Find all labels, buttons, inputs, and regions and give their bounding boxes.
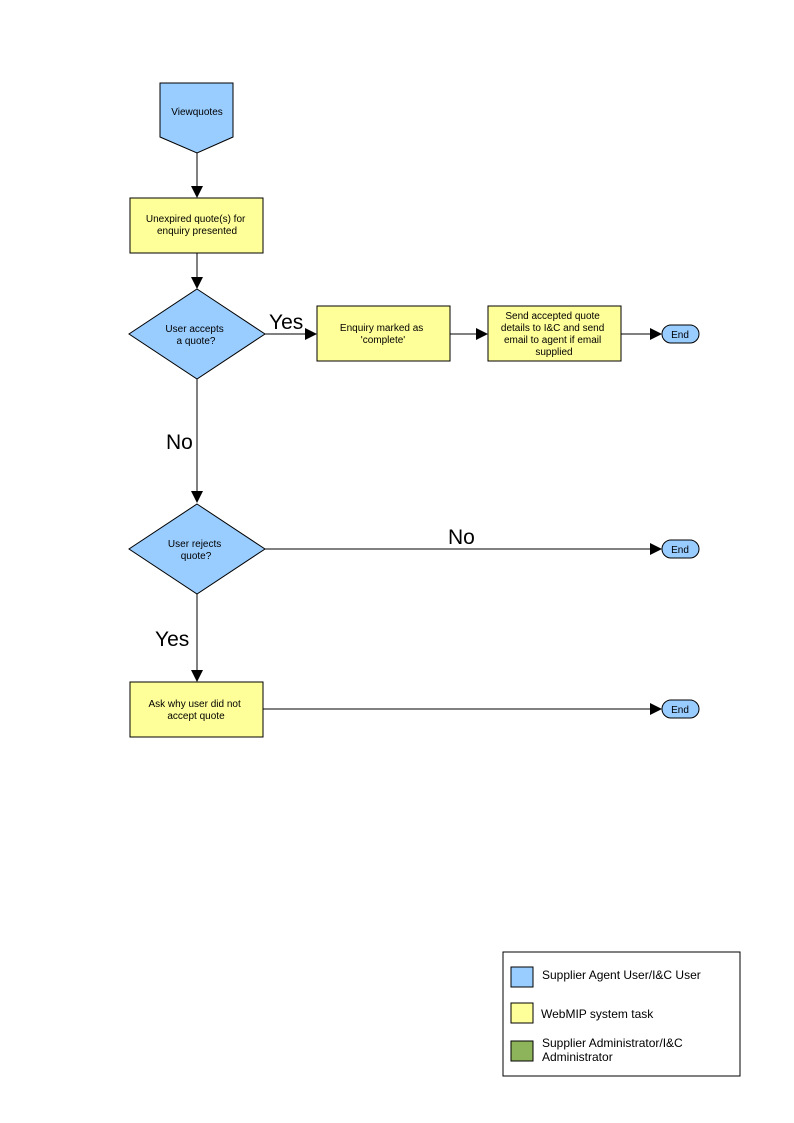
unexpired-quotes-node: Unexpired quote(s) for enquiry presented [129,197,264,254]
start-node: Viewquotes [159,82,234,154]
legend-label-admin: Supplier Administrator/I&C Administrator [542,1036,686,1064]
accepts-decision-label: User accepts a quote? [165,324,226,347]
legend-swatch-user [510,966,534,988]
legend-label-system: WebMIP system task [541,1007,654,1021]
start-node-label: Viewquotes [171,107,223,118]
ask-why-shape [129,681,264,738]
rejects-decision-label: User rejects quote? [168,539,224,562]
enquiry-marked-node: Enquiry marked as 'complete' [316,305,451,362]
send-quote-label: Send accepted quote details to I&C and s… [501,311,607,358]
send-quote-shape [487,305,622,362]
legend-label-user: Supplier Agent User/I&C User [542,968,701,982]
end-node-2-shape [661,539,700,559]
accepts-decision-shape [128,288,266,380]
legend-swatch-system [510,1002,534,1024]
end-node-1-shape [661,324,700,344]
end-node-2: End [661,539,700,559]
rejects-decision-shape [128,503,266,595]
edge-label-accepts-yes: Yes [269,311,303,334]
unexpired-quotes-shape [129,197,264,254]
start-node-shape [159,82,234,154]
ask-why-label: Ask why user did not accept quote [148,699,243,722]
end-node-1: End [661,324,700,344]
connectors [191,153,662,715]
ask-why-node: Ask why user did not accept quote [129,681,264,738]
end-node-3-shape [661,699,700,719]
end-node-1-label: End [671,330,689,341]
send-quote-node: Send accepted quote details to I&C and s… [487,305,622,362]
end-node-3: End [661,699,700,719]
enquiry-marked-label: Enquiry marked as 'complete' [340,323,426,346]
edge-label-rejects-no: No [448,526,475,549]
end-node-2-label: End [671,545,689,556]
edge-label-accepts-no: No [166,431,193,454]
rejects-decision-node: User rejects quote? [128,503,266,595]
legend: Supplier Agent User/I&C User WebMIP syst… [502,951,741,1077]
legend-swatch-admin [510,1040,534,1062]
edge-label-rejects-yes: Yes [155,628,189,651]
end-node-3-label: End [671,705,689,716]
legend-box [502,951,741,1077]
accepts-decision-node: User accepts a quote? [128,288,266,380]
enquiry-marked-shape [316,305,451,362]
unexpired-quotes-label: Unexpired quote(s) for enquiry presented [146,214,248,237]
